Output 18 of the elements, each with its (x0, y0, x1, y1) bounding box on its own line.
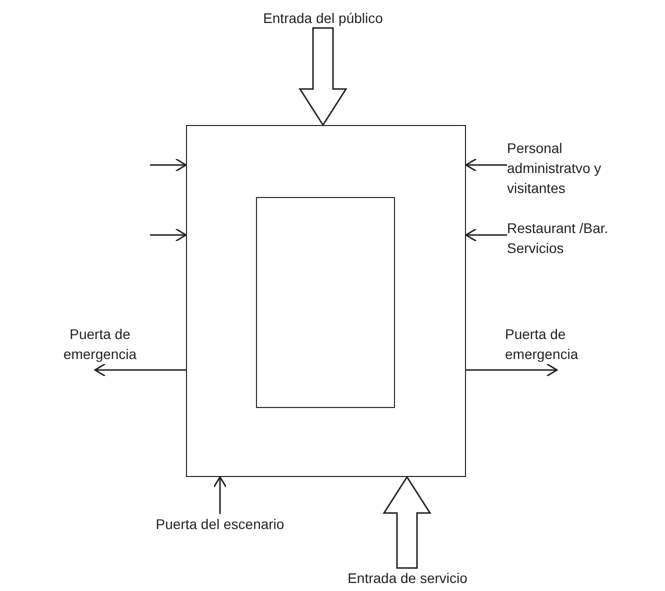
entrance-label: Restaurant /Bar. Servicios (507, 218, 647, 258)
entrance-label: Entrada del público (243, 8, 403, 28)
block-arrow (298, 27, 348, 126)
entrance-label: Puerta del escenario (110, 514, 330, 534)
block-arrow (382, 476, 432, 569)
arrow (465, 228, 507, 242)
entrance-label: Personal administratvo y visitantes (507, 138, 647, 198)
exit-label: Puerta de emergencia (45, 324, 155, 370)
arrow (465, 158, 507, 172)
arrow (150, 158, 187, 172)
arrow (150, 228, 187, 242)
building-outline (186, 125, 466, 477)
arrow (466, 363, 558, 377)
inner-room-outline (256, 197, 395, 408)
arrow (213, 476, 227, 514)
exit-label: Puerta de emergencia (505, 324, 615, 370)
arrow (94, 363, 186, 377)
entrance-label: Entrada de servicio (315, 568, 500, 588)
